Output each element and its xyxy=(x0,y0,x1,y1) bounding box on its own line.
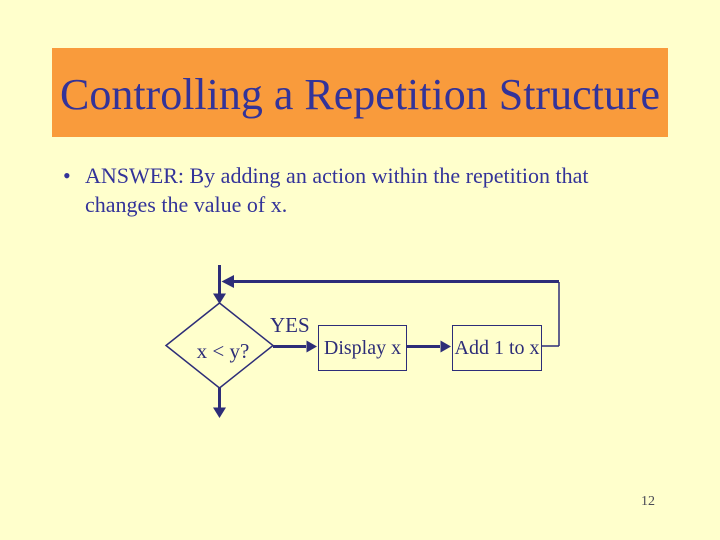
bullet-text-line-2: changes the value of x. xyxy=(85,192,288,217)
process-box-add: Add 1 to x xyxy=(452,325,542,371)
process-box-display: Display x xyxy=(318,325,407,371)
title-bar: Controlling a Repetition Structure xyxy=(52,48,668,137)
bullet-text-line-1: ANSWER: By adding an action within the r… xyxy=(85,163,589,188)
decision-label: x < y? xyxy=(196,339,250,363)
arrowhead-loop-left-icon xyxy=(221,275,234,288)
bullet-icon: • xyxy=(63,163,71,188)
bullet-item: • ANSWER: By adding an action within the… xyxy=(63,161,588,219)
page-number: 12 xyxy=(641,494,655,509)
arrowhead-into-add-icon xyxy=(440,340,451,353)
arrowhead-into-display-icon xyxy=(306,340,317,353)
slide-title: Controlling a Repetition Structure xyxy=(59,69,660,119)
yes-branch-label: YES xyxy=(270,313,310,337)
arrowhead-exit-down-icon xyxy=(213,407,226,418)
bullet-text: ANSWER: By adding an action within the r… xyxy=(85,161,588,219)
arrowhead-into-diamond-icon xyxy=(213,293,226,304)
